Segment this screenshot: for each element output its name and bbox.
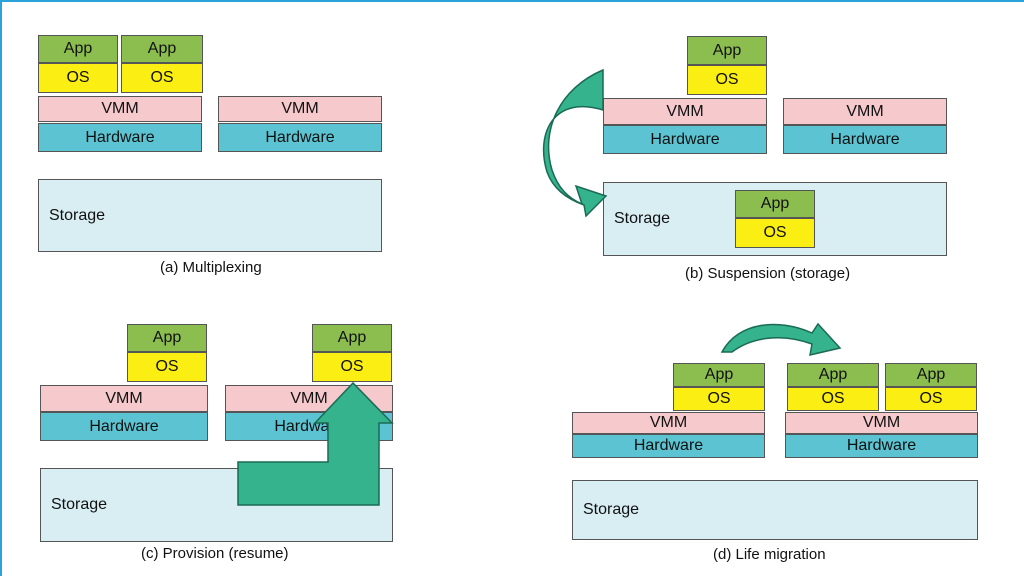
caption-provision: (c) Provision (resume) (141, 545, 289, 562)
hardware-box: Hardware (218, 123, 382, 152)
storage-box: Storage (572, 480, 978, 540)
os-box: OS (312, 352, 392, 382)
caption-multiplexing: (a) Multiplexing (160, 259, 262, 276)
slide-left-border (0, 0, 2, 576)
slide-top-border (0, 0, 1024, 2)
storage-box: Storage (38, 179, 382, 252)
vmm-box: VMM (40, 385, 208, 412)
vmm-box: VMM (38, 96, 202, 122)
hardware-box: Hardware (785, 434, 978, 458)
resume-arrow-icon (237, 381, 394, 506)
vmm-box: VMM (785, 412, 978, 434)
app-box: App (121, 35, 203, 63)
app-box: App (885, 363, 977, 387)
vmm-box: VMM (603, 98, 767, 125)
vmm-box: VMM (572, 412, 765, 434)
caption-suspension: (b) Suspension (storage) (685, 265, 851, 282)
app-box: App (687, 36, 767, 65)
os-box: OS (38, 63, 118, 93)
os-box: OS (127, 352, 207, 382)
app-box: App (127, 324, 207, 352)
app-box: App (735, 190, 815, 218)
app-box: App (312, 324, 392, 352)
app-box: App (673, 363, 765, 387)
os-box: OS (885, 387, 977, 411)
app-box: App (38, 35, 118, 63)
vmm-box: VMM (218, 96, 382, 122)
vmm-box: VMM (783, 98, 947, 125)
os-box: OS (673, 387, 765, 411)
os-box: OS (735, 218, 815, 248)
hardware-box: Hardware (40, 412, 208, 441)
caption-life-migration: (d) Life migration (713, 546, 826, 563)
hardware-box: Hardware (572, 434, 765, 458)
hardware-box: Hardware (783, 125, 947, 154)
hardware-box: Hardware (603, 125, 767, 154)
os-box: OS (787, 387, 879, 411)
hardware-box: Hardware (38, 123, 202, 152)
os-box: OS (687, 65, 767, 95)
suspend-arrow-icon (542, 68, 608, 218)
os-box: OS (121, 63, 203, 93)
migration-arrow-icon (720, 322, 842, 356)
app-box: App (787, 363, 879, 387)
